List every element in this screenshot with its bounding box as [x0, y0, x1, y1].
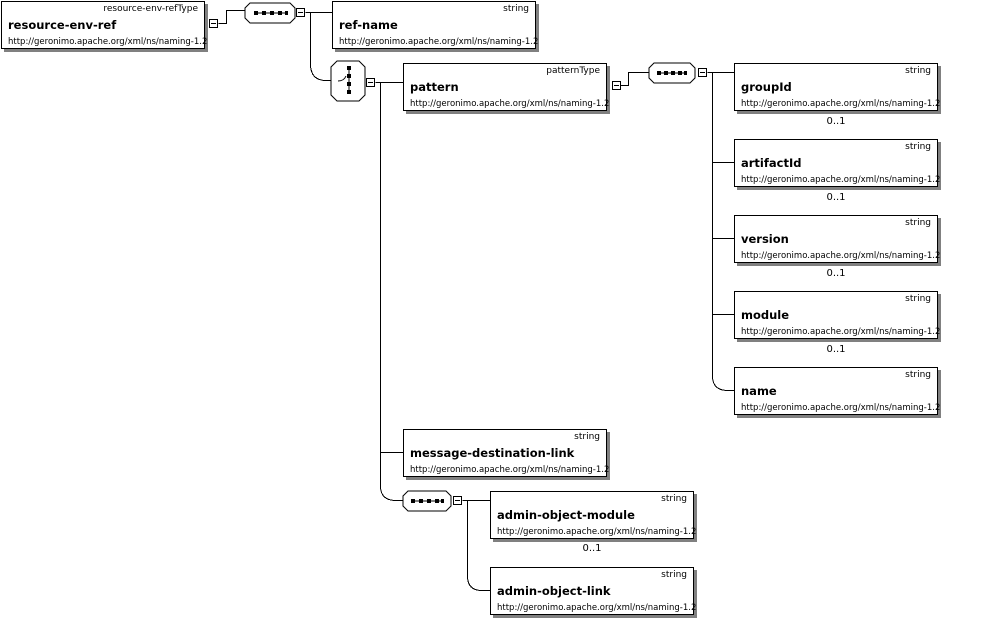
- element-type: patternType: [546, 66, 600, 76]
- element-type: string: [574, 432, 600, 442]
- element-type: string: [503, 4, 529, 14]
- element-admin-object-module[interactable]: string admin-object-module http://geroni…: [490, 491, 697, 539]
- element-name: groupId: [741, 80, 792, 94]
- collapse-toggle[interactable]: [296, 8, 305, 17]
- collapse-toggle[interactable]: [366, 78, 375, 87]
- element-name: pattern: [410, 80, 459, 94]
- occurrence-label: 0..1: [826, 268, 846, 279]
- element-type: string: [661, 494, 687, 504]
- element-name: admin-object-module: [497, 508, 635, 522]
- element-admin-object-link[interactable]: string admin-object-link http://geronimo…: [490, 567, 697, 615]
- element-type: string: [905, 294, 931, 304]
- element-namespace: http://geronimo.apache.org/xml/ns/naming…: [8, 37, 208, 47]
- element-group-id[interactable]: string groupId http://geronimo.apache.or…: [734, 63, 941, 111]
- element-namespace: http://geronimo.apache.org/xml/ns/naming…: [741, 403, 941, 413]
- element-namespace: http://geronimo.apache.org/xml/ns/naming…: [339, 37, 539, 47]
- element-namespace: http://geronimo.apache.org/xml/ns/naming…: [741, 99, 941, 109]
- element-artifact-id[interactable]: string artifactId http://geronimo.apache…: [734, 139, 941, 187]
- element-namespace: http://geronimo.apache.org/xml/ns/naming…: [497, 527, 697, 537]
- occurrence-label: 0..1: [826, 116, 846, 127]
- collapse-toggle[interactable]: [698, 68, 707, 77]
- element-name: module: [741, 308, 790, 322]
- element-name: name: [741, 384, 777, 398]
- element-pattern[interactable]: patternType pattern http://geronimo.apac…: [403, 63, 610, 111]
- element-name: ref-name: [339, 18, 398, 32]
- element-name: admin-object-link: [497, 584, 611, 598]
- element-name: artifactId: [741, 156, 802, 170]
- element-namespace: http://geronimo.apache.org/xml/ns/naming…: [410, 99, 610, 109]
- element-namespace: http://geronimo.apache.org/xml/ns/naming…: [497, 603, 697, 613]
- element-namespace: http://geronimo.apache.org/xml/ns/naming…: [741, 175, 941, 185]
- sequence-icon[interactable]: [402, 490, 452, 512]
- element-type: string: [661, 570, 687, 580]
- occurrence-label: 0..1: [582, 543, 602, 554]
- element-namespace: http://geronimo.apache.org/xml/ns/naming…: [410, 465, 610, 475]
- element-resource-env-ref[interactable]: resource-env-refType resource-env-ref ht…: [1, 1, 208, 49]
- element-type: resource-env-refType: [103, 4, 198, 14]
- element-type: string: [905, 218, 931, 228]
- collapse-toggle[interactable]: [209, 19, 218, 28]
- element-version[interactable]: string version http://geronimo.apache.or…: [734, 215, 941, 263]
- sequence-icon[interactable]: [648, 62, 696, 84]
- element-name: message-destination-link: [410, 446, 575, 460]
- element-type: string: [905, 142, 931, 152]
- occurrence-label: 0..1: [826, 344, 846, 355]
- collapse-toggle[interactable]: [453, 496, 462, 505]
- element-name: version: [741, 232, 789, 246]
- element-namespace: http://geronimo.apache.org/xml/ns/naming…: [741, 327, 941, 337]
- element-type: string: [905, 66, 931, 76]
- choice-icon[interactable]: [330, 60, 366, 102]
- occurrence-label: 0..1: [826, 192, 846, 203]
- collapse-toggle[interactable]: [612, 81, 621, 90]
- element-module[interactable]: string module http://geronimo.apache.org…: [734, 291, 941, 339]
- element-message-destination-link[interactable]: string message-destination-link http://g…: [403, 429, 610, 477]
- element-name: resource-env-ref: [8, 18, 117, 32]
- element-namespace: http://geronimo.apache.org/xml/ns/naming…: [741, 251, 941, 261]
- element-ref-name[interactable]: string ref-name http://geronimo.apache.o…: [332, 1, 539, 49]
- sequence-icon[interactable]: [244, 2, 296, 24]
- element-type: string: [905, 370, 931, 380]
- element-name-node[interactable]: string name http://geronimo.apache.org/x…: [734, 367, 941, 415]
